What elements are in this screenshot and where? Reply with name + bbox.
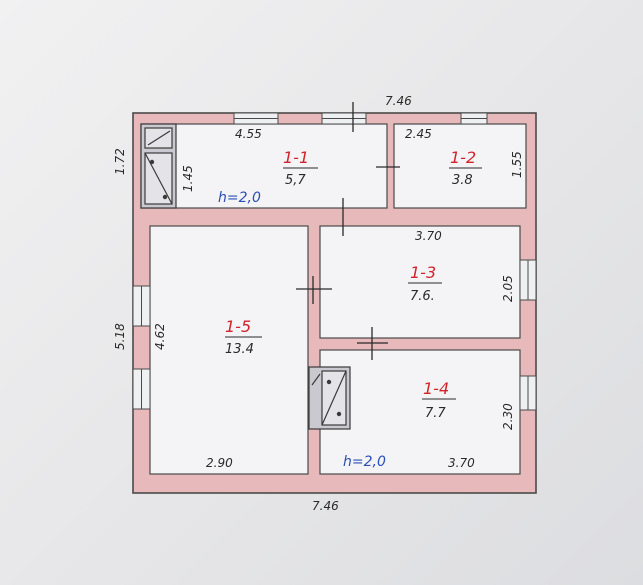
room-1-4-height: h=2,0: [343, 454, 386, 470]
room-1-2: [393, 123, 527, 209]
window-top-left: [233, 112, 279, 125]
room-1-2-dim-top: 2.45: [405, 127, 432, 141]
room-1-3-number: 1-3: [410, 263, 436, 282]
overall-width-top: 7.46: [385, 94, 412, 108]
window-right-upper: [519, 259, 537, 301]
room-1-3-area: 7.6.: [410, 289, 435, 304]
overall-height-left-bottom: 5.18: [113, 323, 127, 350]
window-left-lower: [132, 368, 151, 410]
room-1-5-area: 13.4: [225, 342, 254, 357]
room-1-3-dim-top: 3.70: [415, 229, 442, 243]
stove-room-1-1: [140, 123, 177, 209]
window-right-lower: [519, 375, 537, 411]
overall-height-left-top: 1.72: [113, 148, 127, 175]
room-1-4-dim-right: 2.30: [501, 403, 515, 430]
room-1-5: [149, 225, 309, 475]
room-1-4-number: 1-4: [423, 379, 449, 398]
stove-room-1-4: [308, 366, 351, 430]
room-1-1: [140, 123, 388, 209]
room-1-1-number: 1-1: [283, 148, 309, 167]
room-1-4-area: 7.7: [425, 406, 446, 421]
room-1-2-number: 1-2: [450, 148, 476, 167]
room-1-1-height: h=2,0: [218, 190, 261, 206]
window-top-middle: [321, 112, 367, 125]
door-markers: [296, 102, 400, 360]
window-left-upper: [132, 285, 151, 327]
room-1-4: [319, 349, 521, 475]
overall-width-bottom: 7.46: [312, 499, 339, 513]
room-1-5-dim-bottom: 2.90: [206, 456, 233, 470]
room-1-3-dim-right: 2.05: [501, 275, 515, 302]
room-1-1-dim-left: 1.45: [181, 165, 195, 192]
room-1-2-area: 3.8: [452, 173, 473, 188]
room-1-5-dim-left: 4.62: [153, 323, 167, 350]
room-1-5-number: 1-5: [225, 317, 251, 336]
room-1-1-dim-top: 4.55: [235, 127, 262, 141]
room-1-1-area: 5,7: [285, 173, 306, 188]
room-1-3: [319, 225, 521, 339]
fraction-bars: [225, 167, 482, 400]
room-1-2-dim-right: 1.55: [510, 151, 524, 178]
window-top-right: [460, 112, 488, 125]
room-1-4-dim-bottom: 3.70: [448, 456, 475, 470]
